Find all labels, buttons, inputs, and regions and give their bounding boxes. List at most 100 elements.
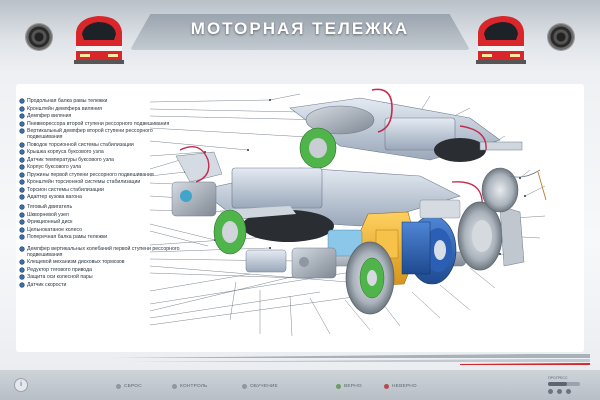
marker-icon bbox=[20, 282, 24, 287]
learning-label: ОБУЧЕНИЕ bbox=[250, 384, 278, 389]
label-item[interactable]: Фрикционный диск bbox=[20, 219, 180, 225]
label-text: Кронштейн демпфера виляния bbox=[27, 105, 102, 112]
marker-icon bbox=[20, 205, 24, 210]
marker-icon bbox=[20, 114, 24, 118]
label-item[interactable]: Демпфер вертикальных колебаний первой ст… bbox=[20, 246, 180, 258]
progress-label: ПРОГРЕСС bbox=[548, 376, 568, 380]
marker-icon bbox=[20, 142, 24, 147]
reset-dot-icon bbox=[116, 384, 121, 389]
label-text: Демпфер виляния bbox=[27, 113, 72, 119]
label-text: Пружины первой ступени рессорного подвеш… bbox=[27, 171, 154, 178]
label-item[interactable]: Датчик скорости bbox=[20, 282, 180, 288]
label-item[interactable]: Поводок торсионной системы стабилизации bbox=[20, 142, 180, 148]
label-item[interactable]: Клещевой механизм дисковых тормозов bbox=[20, 259, 180, 265]
marker-icon bbox=[20, 172, 24, 177]
marker-icon bbox=[20, 106, 24, 111]
label-item[interactable]: Крышка корпуса буксового узла bbox=[20, 149, 180, 155]
label-item[interactable]: Корпус буксового узла bbox=[20, 164, 180, 170]
learning-dot-icon bbox=[242, 384, 247, 389]
label-item[interactable]: Адаптер кузова вагона bbox=[20, 194, 180, 200]
reset-button[interactable]: СБРОС bbox=[116, 384, 142, 389]
label-item[interactable]: Защита оси колесной пары bbox=[20, 274, 180, 280]
reset-label: СБРОС bbox=[124, 384, 142, 389]
label-item[interactable]: Датчик температуры буксового узла bbox=[20, 157, 180, 163]
label-text: Датчик температуры буксового узла bbox=[27, 156, 114, 163]
label-item[interactable]: Цельнокатаное колесо bbox=[20, 227, 180, 233]
label-text: Тяговый двигатель bbox=[27, 204, 73, 211]
label-text: Продольная балка рамы тележки bbox=[27, 98, 108, 104]
incorrect-button[interactable]: НЕВЕРНО bbox=[384, 384, 417, 389]
label-text: Корпус буксового узла bbox=[27, 164, 81, 171]
progress-dot-icon[interactable] bbox=[566, 389, 571, 394]
label-item[interactable]: Кронштейн демпфера виляния bbox=[20, 106, 180, 112]
label-item[interactable]: Пружины первой ступени рессорного подвеш… bbox=[20, 172, 180, 178]
label-text: Кронштейн торсионной системы стабилизаци… bbox=[27, 179, 141, 186]
label-item[interactable]: Кронштейн торсионной системы стабилизаци… bbox=[20, 179, 180, 185]
marker-icon bbox=[20, 129, 24, 133]
label-item[interactable]: Шкворневой узел bbox=[20, 212, 180, 218]
marker-icon bbox=[20, 220, 24, 225]
marker-icon bbox=[20, 195, 24, 200]
label-text: Крышка корпуса буксового узла bbox=[27, 149, 104, 156]
marker-icon bbox=[20, 212, 24, 217]
label-text: Демпфер вертикальных колебаний первой ст… bbox=[27, 245, 180, 258]
marker-icon bbox=[20, 260, 24, 265]
train-icon-right bbox=[476, 16, 526, 64]
speaker-icon-right bbox=[548, 24, 574, 50]
marker-icon bbox=[20, 121, 24, 126]
marker-icon bbox=[20, 275, 24, 280]
marker-icon bbox=[20, 165, 24, 170]
label-item[interactable]: Демпфер виляния bbox=[20, 113, 180, 119]
label-text: Пневморессора второй ступени рессорного … bbox=[27, 120, 170, 127]
control-label: КОНТРОЛЬ bbox=[180, 384, 208, 389]
label-item[interactable]: Вертикальный демпфер второй ступени ресс… bbox=[20, 128, 180, 140]
incorrect-dot-icon bbox=[384, 384, 389, 389]
title-band bbox=[130, 14, 470, 50]
label-text: Адаптер кузова вагона bbox=[27, 194, 82, 201]
label-text: Вертикальный демпфер второй ступени ресс… bbox=[27, 128, 153, 141]
label-text: Датчик скорости bbox=[27, 281, 67, 288]
control-dot-icon bbox=[172, 384, 177, 389]
correct-button[interactable]: ВЕРНО bbox=[336, 384, 362, 389]
label-text: Клещевой механизм дисковых тормозов bbox=[27, 259, 125, 266]
incorrect-label: НЕВЕРНО bbox=[392, 384, 417, 389]
label-item[interactable]: Поперечная балка рамы тележки bbox=[20, 234, 180, 240]
page-title: МОТОРНАЯ ТЕЛЕЖКА bbox=[190, 19, 410, 38]
label-list: Продольная балка рамы тележки Кронштейн … bbox=[20, 98, 180, 289]
progress-dots bbox=[548, 389, 571, 394]
marker-icon bbox=[20, 235, 24, 240]
progress-track bbox=[548, 382, 580, 386]
label-text: Поперечная балка рамы тележки bbox=[27, 234, 108, 241]
progress-fill bbox=[548, 382, 568, 386]
label-text: Фрикционный диск bbox=[27, 219, 73, 226]
marker-icon bbox=[20, 157, 24, 162]
learning-button[interactable]: ОБУЧЕНИЕ bbox=[242, 384, 278, 389]
label-text: Поводок торсионной системы стабилизации bbox=[27, 141, 134, 148]
marker-icon bbox=[20, 227, 24, 232]
correct-label: ВЕРНО bbox=[344, 384, 362, 389]
decorative-stripes bbox=[110, 354, 590, 365]
label-text: Цельнокатаное колесо bbox=[27, 226, 83, 233]
label-text: Редуктор тягового привода bbox=[27, 266, 92, 273]
train-icon-left bbox=[74, 16, 124, 64]
label-item[interactable]: Пневморессора второй ступени рессорного … bbox=[20, 121, 180, 127]
correct-dot-icon bbox=[336, 384, 341, 389]
control-button[interactable]: КОНТРОЛЬ bbox=[172, 384, 208, 389]
progress-dot-icon[interactable] bbox=[548, 389, 553, 394]
label-text: Защита оси колесной пары bbox=[27, 274, 93, 281]
marker-icon bbox=[20, 187, 24, 192]
label-item[interactable]: Тяговый двигатель bbox=[20, 204, 180, 210]
marker-icon bbox=[20, 180, 24, 185]
bottom-bar bbox=[0, 370, 600, 400]
label-item[interactable]: Торсион системы стабилизации bbox=[20, 187, 180, 193]
marker-icon bbox=[20, 99, 24, 103]
label-text: Торсион системы стабилизации bbox=[27, 186, 104, 193]
marker-icon bbox=[20, 246, 24, 251]
speaker-icon-left bbox=[26, 24, 52, 50]
label-item[interactable]: Продольная балка рамы тележки bbox=[20, 98, 180, 104]
label-text: Шкворневой узел bbox=[27, 211, 69, 218]
marker-icon bbox=[20, 267, 24, 272]
progress-dot-icon[interactable] bbox=[557, 389, 562, 394]
info-icon[interactable]: i bbox=[14, 378, 28, 392]
label-item[interactable]: Редуктор тягового привода bbox=[20, 267, 180, 273]
